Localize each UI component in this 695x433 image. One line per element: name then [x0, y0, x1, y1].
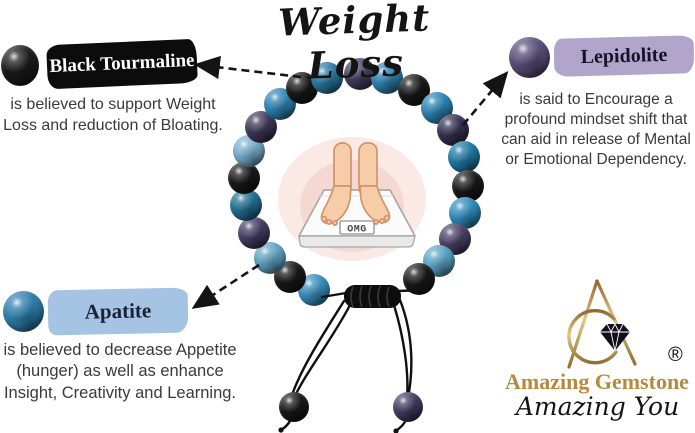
scale-display: OMG — [339, 220, 375, 236]
black-tourmaline-bead — [1, 45, 39, 86]
macrame-knot-and-cord — [278, 285, 426, 433]
page-title: Weight Loss — [277, 0, 431, 88]
hanging-bead — [393, 392, 423, 422]
bracelet-bead — [245, 110, 278, 143]
lepidolite-description: is said to Encourage a profound mindset … — [501, 91, 691, 169]
bracelet-bead — [274, 260, 307, 293]
bracelet-bead — [452, 170, 484, 202]
diamond-icon — [600, 322, 630, 352]
bracelet-bead — [448, 197, 481, 230]
weighing-scale — [298, 189, 416, 248]
bracelet-bead — [420, 92, 453, 125]
bracelet-bead — [229, 189, 262, 222]
arrow-apatite — [191, 263, 260, 309]
lepidolite-bead — [509, 37, 550, 78]
brand-name: Amazing Gemstone — [505, 369, 689, 394]
bracelet-bead — [438, 222, 471, 255]
black-tourmaline-label: Black Tourmaline — [46, 38, 198, 90]
bracelet-bead — [298, 273, 331, 306]
bracelet-bead — [402, 262, 435, 295]
blush-background — [278, 137, 426, 261]
bracelet-bead — [448, 141, 481, 173]
bracelet-bead — [238, 217, 271, 250]
bracelet-bead — [254, 241, 287, 274]
bracelet-bead — [228, 162, 261, 195]
scale-display-text: OMG — [347, 225, 367, 236]
registered-trademark: ® — [668, 344, 683, 366]
gold-a-monogram — [567, 279, 637, 369]
bracelet-bead — [436, 114, 469, 146]
bracelet-bead — [263, 88, 296, 121]
apatite-label: Apatite — [47, 287, 189, 336]
lepidolite-label: Lepidolite — [553, 35, 695, 77]
hanging-bead — [279, 392, 309, 422]
apatite-description: is believed to decrease Appetite (hunger… — [3, 341, 237, 402]
amazing-gemstone-logo — [567, 279, 637, 369]
feet — [320, 142, 391, 226]
brand-tagline: Amazing You — [515, 392, 680, 421]
apatite-bead — [3, 291, 44, 332]
bracelet-bead — [233, 135, 266, 168]
bracelet-bead — [423, 244, 456, 277]
black-tourmaline-description: is believed to support Weight Loss and r… — [3, 96, 223, 134]
